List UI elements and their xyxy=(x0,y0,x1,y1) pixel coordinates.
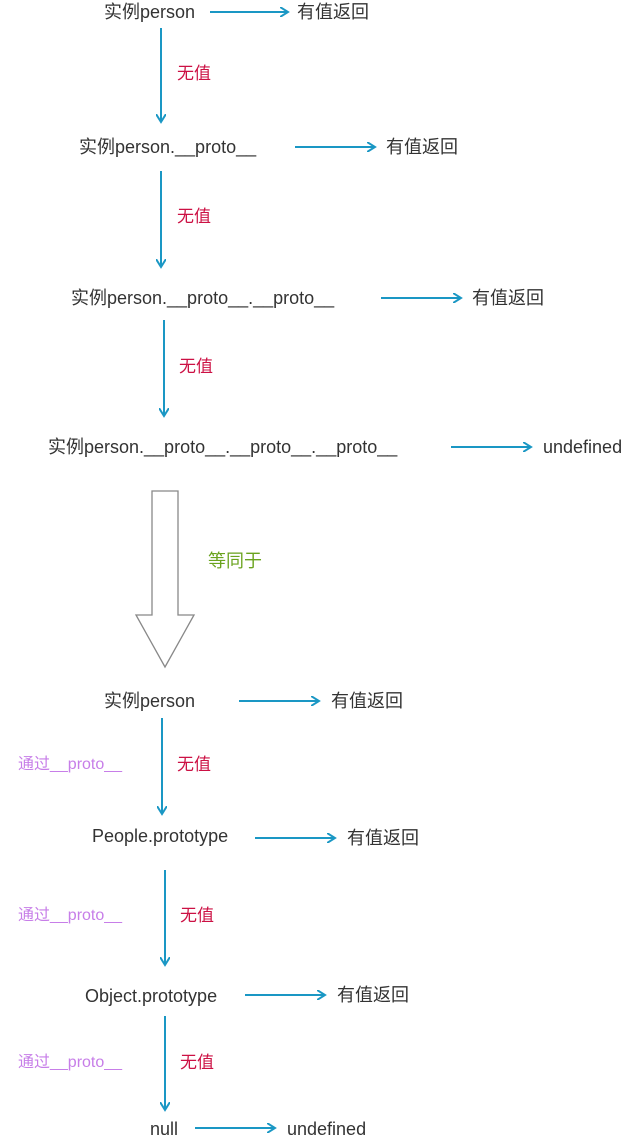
via-proto-label: 通过__proto__ xyxy=(18,756,123,773)
bottom-result-1: 有值返回 xyxy=(331,691,403,711)
top-node-2: 实例person.__proto__ xyxy=(79,137,257,157)
no-value-label: 无值 xyxy=(180,906,214,925)
no-value-label: 无值 xyxy=(179,357,213,376)
no-value-label: 无值 xyxy=(180,1053,214,1072)
top-result-2: 有值返回 xyxy=(386,137,458,157)
top-result-4: undefined xyxy=(543,437,623,457)
via-proto-label: 通过__proto__ xyxy=(18,1054,123,1071)
bottom-result-4: undefined xyxy=(287,1119,367,1139)
bottom-result-2: 有值返回 xyxy=(347,828,419,848)
top-node-3: 实例person.__proto__.__proto__ xyxy=(71,288,335,308)
no-value-label: 无值 xyxy=(177,207,211,226)
top-result-1: 有值返回 xyxy=(297,2,369,22)
bottom-result-3: 有值返回 xyxy=(337,985,409,1005)
bottom-node-1: 实例person xyxy=(104,691,196,711)
top-result-3: 有值返回 xyxy=(472,288,544,308)
equivalence-label: 等同于 xyxy=(208,551,262,571)
equivalence-arrow xyxy=(134,490,196,669)
via-proto-label: 通过__proto__ xyxy=(18,907,123,924)
bottom-node-2: People.prototype xyxy=(92,826,229,846)
top-node-1: 实例person xyxy=(104,2,196,22)
no-value-label: 无值 xyxy=(177,64,211,83)
no-value-label: 无值 xyxy=(177,755,211,774)
top-node-4: 实例person.__proto__.__proto__.__proto__ xyxy=(48,437,398,457)
bottom-node-4: null xyxy=(150,1119,179,1139)
bottom-node-3: Object.prototype xyxy=(85,986,218,1006)
